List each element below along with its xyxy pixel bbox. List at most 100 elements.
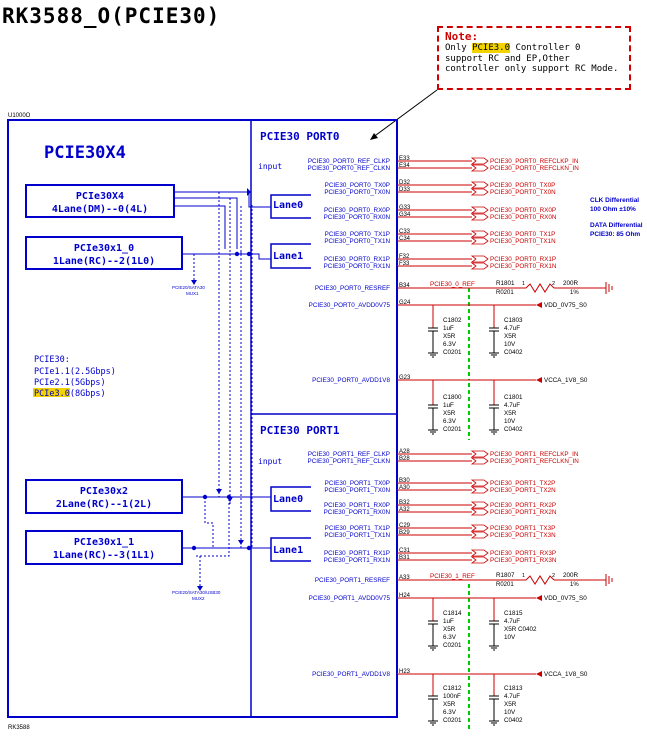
chip-refdes: U1000O bbox=[8, 113, 31, 119]
res-value: 200R bbox=[563, 572, 579, 579]
lane-box-p1-0: Lane0 bbox=[270, 486, 311, 512]
cap-voltage: 10V bbox=[504, 341, 516, 348]
controller-box-0: PCIe30X4 4Lane(DM)--0(4L) bbox=[25, 184, 175, 218]
pin-name: PCIE30_PORT0_AVDD0V75 bbox=[309, 302, 391, 309]
cap-dielectric: X5R bbox=[443, 410, 456, 417]
speed-l2: PCIe2.1(5Gbps) bbox=[34, 378, 106, 388]
cap-value: 1uF bbox=[443, 325, 454, 332]
speed-highlight bbox=[33, 388, 70, 397]
net-port-icon bbox=[470, 508, 489, 516]
pin-name: PCIE30_PORT1_RX1N bbox=[324, 557, 391, 564]
supply-net: VCCA_1V8_S0 bbox=[544, 377, 588, 384]
pin-name: PCIE30_PORT1_REF_CLKP bbox=[308, 451, 390, 458]
net-port-icon bbox=[470, 486, 489, 494]
pin-number: G33 bbox=[399, 205, 411, 211]
cap-package: C0201 bbox=[443, 717, 462, 724]
cap-dielectric: X5R C0402 bbox=[504, 626, 537, 633]
net-label: PCIE30_PORT0_TX1N bbox=[490, 238, 556, 245]
net-label: PCIE30_PORT1_REFCLKN_IN bbox=[490, 458, 579, 465]
cap-voltage: 6.3V bbox=[443, 634, 457, 641]
net-label: PCIE30_PORT1_RX3N bbox=[490, 557, 557, 564]
note-highlight: PCIE3.0 bbox=[472, 43, 511, 53]
ctrl-0-name: PCIe30X4 bbox=[76, 191, 124, 202]
net-port-icon bbox=[470, 230, 489, 238]
pin-number: B32 bbox=[399, 500, 410, 506]
cap-dielectric: X5R bbox=[443, 626, 456, 633]
net-port-icon bbox=[470, 262, 489, 270]
controller-box-2: PCIe30x2 2Lane(RC)--1(2L) bbox=[25, 479, 183, 514]
cap-ref: C1812 bbox=[443, 685, 462, 692]
cap-value: 4.7uF bbox=[504, 618, 520, 625]
net-label: PCIE30_PORT0_RX0P bbox=[490, 207, 556, 214]
pin-row: PCIE30_PORT1_RX0P B32 PCIE30_PORT1_RX2P bbox=[324, 500, 556, 509]
net-port-icon bbox=[470, 549, 489, 557]
speed-l1: PCIe1.1(2.5Gbps) bbox=[34, 367, 116, 377]
cap-value: 1uF bbox=[443, 618, 454, 625]
ctrl-1-name: PCIe30x1_0 bbox=[74, 243, 134, 254]
cap-ref: C1801 bbox=[504, 394, 523, 401]
pin-number: D33 bbox=[399, 187, 411, 193]
pin-name: PCIE30_PORT0_TX1N bbox=[324, 238, 390, 245]
pin-number: C33 bbox=[399, 229, 411, 235]
pin-name: PCIE30_PORT1_TX1P bbox=[325, 525, 390, 532]
note-arrow bbox=[371, 89, 438, 139]
cap-package: C0402 bbox=[504, 717, 523, 724]
net-port-icon bbox=[470, 157, 489, 165]
net-label: PCIE30_PORT1_RX2N bbox=[490, 509, 557, 516]
pin-number: C31 bbox=[399, 548, 411, 554]
cap-voltage: 6.3V bbox=[443, 418, 457, 425]
net-port-icon bbox=[470, 188, 489, 196]
pin-number: D32 bbox=[399, 180, 411, 186]
routing-arrowheads bbox=[191, 188, 251, 591]
ctrl-3-name: PCIe30x1_1 bbox=[74, 537, 134, 548]
port0-title: PCIE30 PORT0 bbox=[260, 130, 339, 143]
note-arrowhead bbox=[370, 133, 378, 140]
ctrl-3-mode: 1Lane(RC)--3(1L1) bbox=[53, 550, 155, 561]
supply-net: VDD_0V75_S0 bbox=[544, 302, 587, 309]
mode-note: Note: Only PCIE3.0 Controller 0 support … bbox=[437, 26, 631, 90]
net-label: PCIE30_PORT0_TX1P bbox=[490, 231, 555, 238]
ctrl-1-mode: 1Lane(RC)--2(1L0) bbox=[53, 256, 155, 267]
pin-name: PCIE30_PORT1_RX0N bbox=[324, 509, 391, 516]
cap-voltage: 10V bbox=[504, 709, 516, 716]
pin-number: C34 bbox=[399, 236, 411, 242]
main-label: PCIE30X4 bbox=[44, 143, 126, 163]
supply-arrow-icon bbox=[536, 671, 542, 677]
cap-value: 1uF bbox=[443, 402, 454, 409]
cap-package: C0201 bbox=[443, 642, 462, 649]
pin-name: PCIE30_PORT1_TX0N bbox=[324, 487, 390, 494]
net-label: PCIE30_PORT1_RX3P bbox=[490, 550, 556, 557]
net-label: PCIE30_PORT1_RX2P bbox=[490, 502, 556, 509]
clk-note-1: CLK Differential bbox=[590, 197, 639, 204]
res-pkg: R0201 bbox=[496, 290, 514, 296]
pin-name: PCIE30_PORT1_RX0P bbox=[324, 502, 390, 509]
net-label: PCIE30_PORT0_REFCLKN_IN bbox=[490, 165, 579, 172]
svg-text:PCIe3.0(8Gbps): PCIe3.0(8Gbps) bbox=[34, 389, 106, 399]
note-heading: Note: bbox=[445, 30, 479, 43]
pin-name: PCIE30_PORT0_RX1P bbox=[324, 256, 390, 263]
net-port-icon bbox=[470, 237, 489, 245]
supply-arrow-icon bbox=[536, 595, 542, 601]
ctrl-2-mode: 2Lane(RC)--1(2L) bbox=[56, 499, 152, 510]
junction-dots bbox=[191, 251, 252, 551]
pin-number: G34 bbox=[399, 212, 411, 218]
net-label: PCIE30_PORT0_TX0P bbox=[490, 182, 555, 189]
ctrl-2-name: PCIe30x2 bbox=[80, 486, 128, 497]
net-label: PCIE30_PORT0_RX1N bbox=[490, 263, 557, 270]
supply-arrow-icon bbox=[536, 302, 542, 308]
net-port-icon bbox=[470, 181, 489, 189]
cap-value: 4.7uF bbox=[504, 693, 520, 700]
res-ref: R1807 bbox=[496, 572, 515, 579]
cap-dielectric: X5R bbox=[443, 701, 456, 708]
